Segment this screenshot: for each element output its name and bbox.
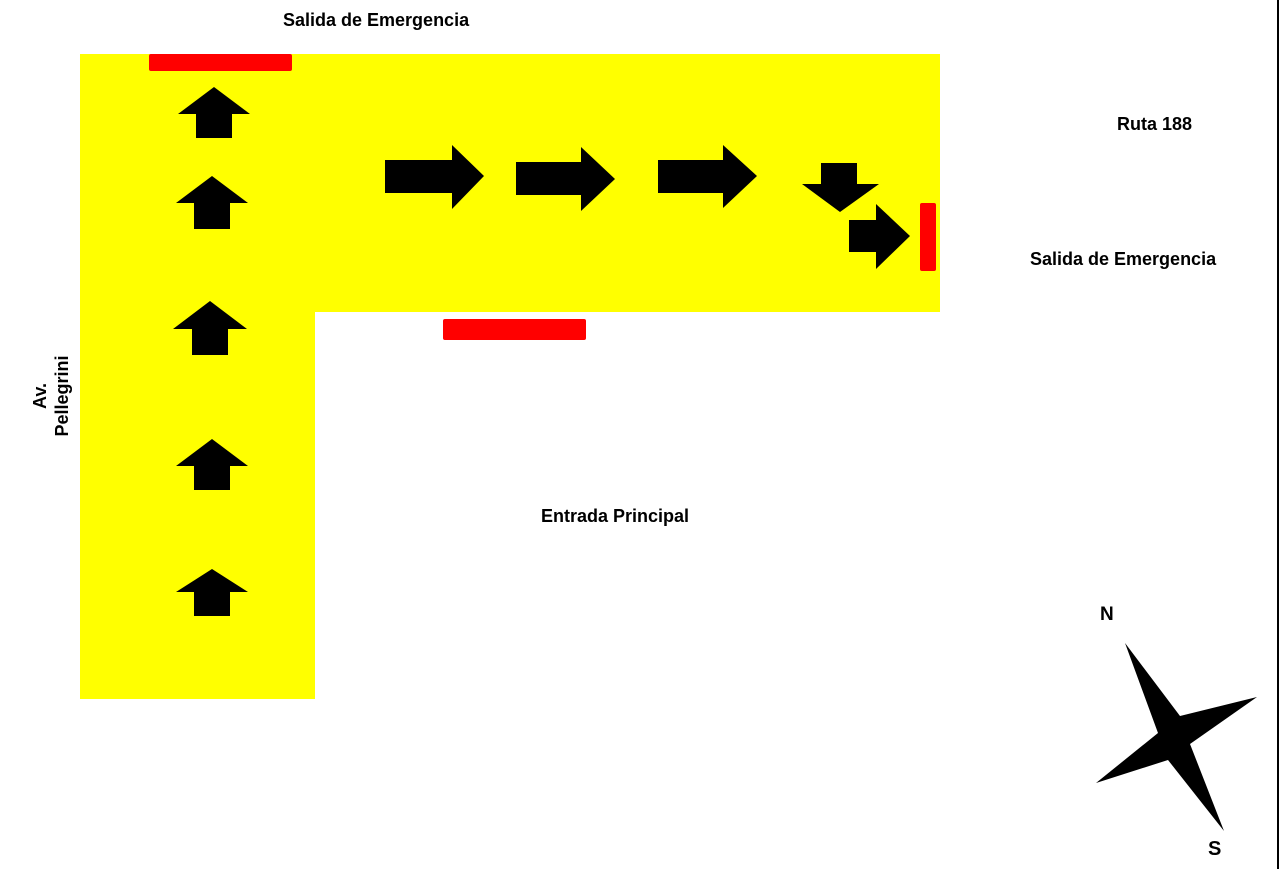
arrow-down-icon [802, 163, 879, 212]
arrow-right-icon [849, 204, 910, 269]
arrow-right-icon [516, 147, 615, 211]
arrow-right-icon [658, 145, 757, 208]
arrow-right-icon [385, 145, 484, 209]
emergency-exit-right-label: Salida de Emergencia [1030, 249, 1217, 269]
main-entrance-label: Entrada Principal [541, 506, 690, 526]
main-entrance-door [443, 319, 586, 340]
compass-north-label: N [1100, 604, 1114, 625]
emergency-exit-top-label: Salida de Emergencia [283, 10, 470, 30]
arrow-up-icon [176, 176, 248, 229]
arrow-up-icon [178, 87, 250, 138]
avenue-label: Av. Pellegrini [29, 341, 73, 451]
compass-star-icon [1096, 643, 1257, 831]
arrow-up-icon [173, 301, 247, 355]
avenue-label-line1: Av. [30, 383, 50, 410]
compass-south-label: S [1208, 838, 1222, 860]
emergency-exit-right [920, 203, 936, 271]
emergency-exit-top [149, 54, 292, 71]
right-border-line [1277, 0, 1279, 869]
arrow-up-icon [176, 569, 248, 616]
avenue-label-line2: Pellegrini [52, 355, 72, 437]
road-label: Ruta 188 [1117, 114, 1193, 134]
arrow-up-icon [176, 439, 248, 490]
